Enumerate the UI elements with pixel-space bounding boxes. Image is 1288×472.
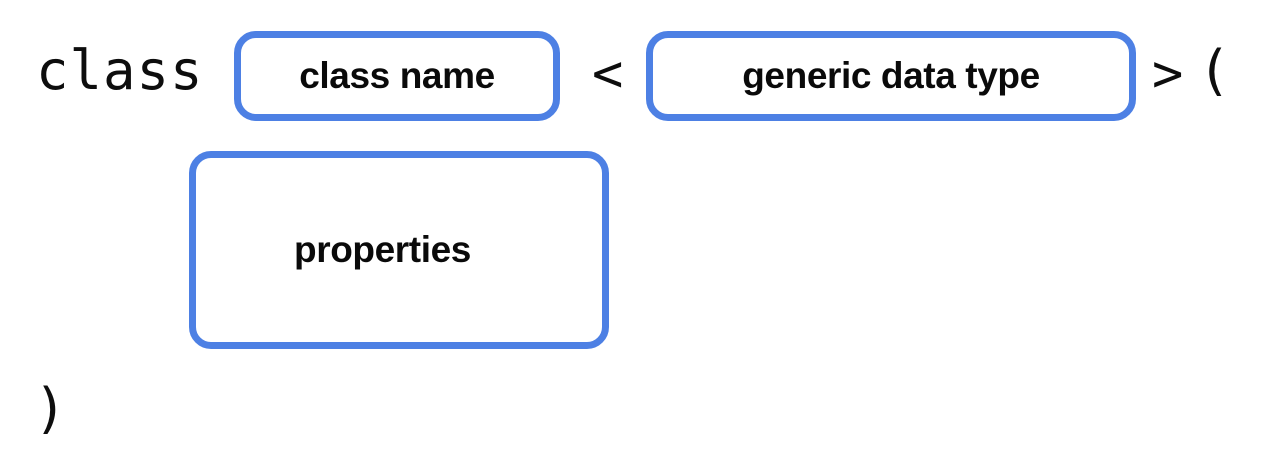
keyword-class: class — [36, 39, 204, 102]
placeholder-properties[interactable]: properties — [189, 151, 609, 349]
placeholder-properties-label: properties — [294, 229, 471, 270]
placeholder-class-name-label: class name — [299, 55, 495, 96]
placeholder-class-name[interactable]: class name — [234, 31, 560, 121]
angle-bracket-close: > — [1152, 44, 1184, 104]
parenthesis-close: ) — [34, 377, 67, 440]
parenthesis-open: ( — [1198, 39, 1231, 102]
placeholder-generic-data-type[interactable]: generic data type — [646, 31, 1136, 121]
angle-bracket-open: < — [592, 44, 624, 104]
placeholder-generic-data-type-label: generic data type — [742, 55, 1040, 96]
